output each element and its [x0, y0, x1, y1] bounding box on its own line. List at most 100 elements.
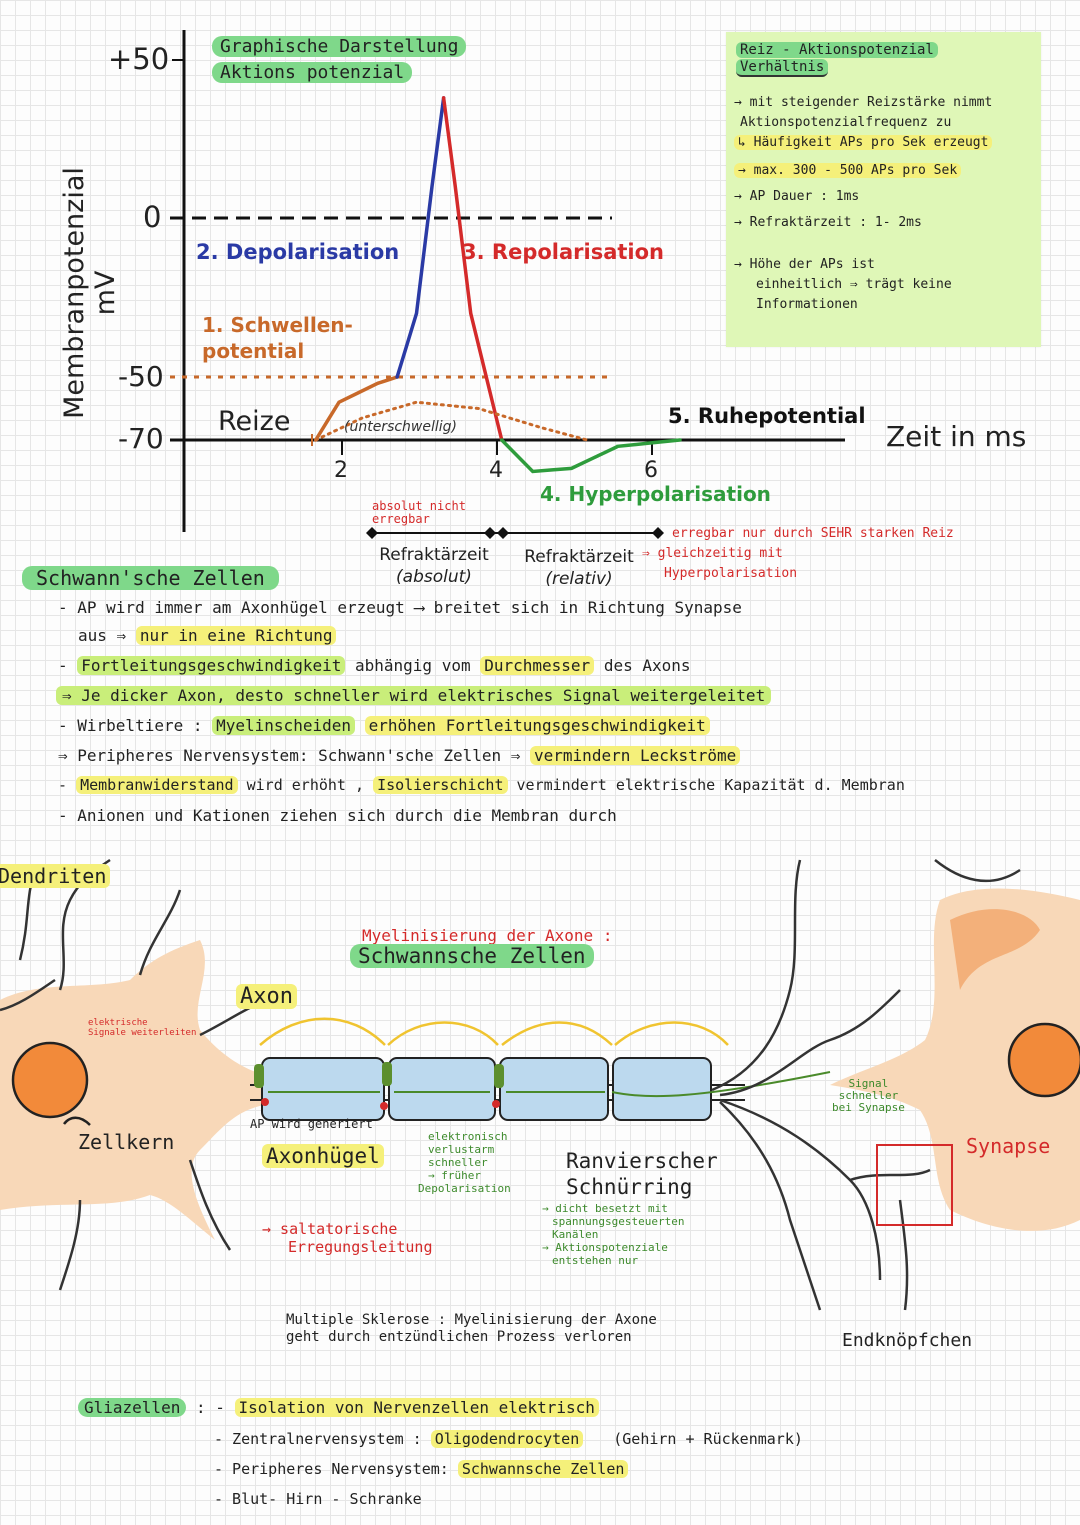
note-l4: → max. 300 - 500 APs pro Sek [734, 162, 962, 179]
schwann-b3: ⇒ Je dicker Axon, desto schneller wird e… [56, 686, 772, 705]
ytick-label-50: +50 [108, 42, 170, 76]
label-signal: Signal schneller bei Synapse [832, 1078, 905, 1114]
signal-arrows [268, 1071, 831, 1098]
series-line-2 [441, 96, 504, 442]
terminal-3 [719, 1098, 882, 1281]
schwann-b2c: abhängig vom [345, 656, 481, 675]
schwann-b6e: vermindert elektrische Kapazität d. Memb… [507, 776, 905, 794]
schwann-b6a: - [58, 776, 77, 794]
xtick-label-6: 6 [644, 458, 658, 483]
series-layer [314, 96, 682, 474]
label-stimulus: Reize [218, 406, 291, 437]
schwann-b2a: - [58, 656, 78, 675]
glia-g3a: - Peripheres Nervensystem: [214, 1460, 458, 1478]
signal-arrow-4 [611, 1071, 831, 1098]
label-zellkern: Zellkern [78, 1130, 175, 1154]
note-title-2: Verhältnis [736, 59, 829, 77]
refractory-markers [366, 527, 664, 539]
refr-end-diamond [652, 527, 664, 539]
label-ranvier-4: spannungsgesteuerten [552, 1215, 685, 1228]
note-title: Reiz - Aktionspotenzial Verhältnis [736, 42, 938, 77]
refr-relative: Refraktärzeit (relativ) [518, 546, 640, 590]
label-depolarisation: 2. Depolarisation [196, 240, 400, 264]
schwann-b4: - Wirbeltiere : Myelinscheiden erhöhen F… [58, 716, 710, 735]
label-saltatorisch-1: → saltatorische [262, 1220, 398, 1238]
label-dendriten-text: Dendriten [0, 864, 111, 888]
right-cell-body [830, 888, 1080, 1231]
dendrite-7 [0, 978, 56, 1012]
refr-absolute-1: Refraktärzeit [379, 545, 489, 565]
schwann-b2d: Durchmesser [480, 656, 595, 675]
label-ranvier-2: Schnürring [566, 1175, 693, 1199]
myelin-sheath-2 [388, 1057, 496, 1121]
saltatory-arcs [259, 1017, 729, 1046]
abs-not-excitable-1: absolut nicht [372, 499, 466, 513]
rel-note-3: Hyperpolarisation [664, 566, 798, 581]
y-axis-label: Membranpotenzial mV [59, 167, 121, 419]
node-red-3 [492, 1100, 500, 1108]
label-ranvier-5: Kanälen [552, 1228, 599, 1241]
left-nucleus [11, 1041, 89, 1119]
label-elektronisch-5: Depolarisation [418, 1182, 511, 1195]
label-threshold: 1. Schwellen- potential [202, 312, 353, 364]
label-hyperpolarisation: 4. Hyperpolarisation [540, 482, 771, 506]
note-l6: → Refraktärzeit : 1- 2ms [734, 215, 922, 230]
glia-g2a: - Zentralnervensystem : [214, 1430, 431, 1448]
label-threshold-2: potential [202, 339, 305, 363]
note-title-1: Reiz - Aktionspotenzial [736, 42, 938, 58]
note-l3-text: ↳ Häufigkeit APs pro Sek erzeugt [734, 135, 993, 150]
schwann-b1c: nur in eine Richtung [135, 626, 337, 645]
label-ranvier: Ranvierscher Schnürring [566, 1148, 718, 1200]
myelin-sheaths [261, 1057, 712, 1121]
label-axonhuegel: Axonhügel [262, 1144, 384, 1168]
terminal-6 [934, 859, 1021, 883]
ytick-label-0: 0 [143, 200, 162, 234]
label-ms-1: Multiple Sklerose : Myelinisierung der A… [286, 1312, 657, 1328]
glia-row-4: - Blut- Hirn - Schranke [214, 1490, 422, 1508]
schwann-b2e: des Axons [594, 656, 691, 675]
label-saltatorisch-2: Erregungsleitung [288, 1238, 433, 1256]
glia-row-1: Gliazellen : - Isolation von Nervenzelle… [78, 1398, 599, 1417]
label-myelin-2-text: Schwannsche Zellen [350, 944, 594, 968]
node-2 [382, 1062, 392, 1086]
note-l8: einheitlich ⇒ trägt keine [756, 277, 952, 292]
terminal-1 [711, 859, 802, 1092]
label-synapse: Synapse [966, 1134, 1051, 1158]
schwann-b4a: - Wirbeltiere : [58, 716, 213, 735]
label-elektronisch-2: verlustarm [428, 1143, 495, 1156]
label-threshold-1: 1. Schwellen- [202, 313, 353, 337]
refr-mid-diamond-a [484, 527, 496, 539]
xtick-label-2: 2 [334, 458, 348, 483]
myelin-sheath-4 [612, 1057, 712, 1121]
terminal-2 [719, 989, 901, 1097]
refr-mid-diamond-b [497, 527, 509, 539]
dendrite-6 [58, 1199, 82, 1291]
arc-2 [387, 1021, 499, 1046]
glia-g2b: Oligodendrocyten [430, 1430, 584, 1448]
action-potential-chart [170, 30, 845, 539]
label-subthreshold: (unterschwellig) [344, 419, 458, 435]
glia-row-3: - Peripheres Nervensystem: Schwannsche Z… [214, 1460, 629, 1478]
schwann-b7: - Anionen und Kationen ziehen sich durch… [58, 806, 617, 825]
label-ap-generiert: AP wird generiert [250, 1117, 373, 1131]
label-elektronisch-4: → früher [428, 1169, 481, 1182]
terminal-4 [719, 1101, 822, 1311]
label-elektrische-2: Signale weiterleiten [88, 1028, 197, 1038]
note-box: Reiz - Aktionspotenzial Verhältnis → mit… [726, 32, 1041, 347]
schwann-b2b: Fortleitungsgeschwindigkeit [77, 656, 346, 675]
label-elektronisch-1: elektronisch [428, 1130, 508, 1143]
schwann-b4b: Myelinscheiden [212, 716, 355, 735]
schwann-b5: ⇒ Peripheres Nervensystem: Schwann'sche … [58, 746, 741, 765]
schwann-b2: - Fortleitungsgeschwindigkeit abhängig v… [58, 656, 691, 675]
ytick-label-minus70: -70 [118, 422, 164, 455]
label-myelin-1: Myelinisierung der Axone : [362, 926, 613, 945]
schwann-b1b: aus ⇒ [78, 626, 127, 645]
terminal-5 [849, 1168, 931, 1182]
node-red-1 [261, 1098, 269, 1106]
synapse-box [876, 1144, 953, 1226]
note-l2: Aktionspotenzialfrequenz zu [740, 115, 952, 130]
label-ranvier-detail: → dicht besetzt mit spannungsgesteuerten… [542, 1202, 684, 1267]
schwann-b5b: vermindern Leckströme [530, 746, 741, 765]
refr-absolute: Refraktärzeit (absolut) [374, 544, 494, 588]
label-ranvier-7: entstehen nur [552, 1254, 639, 1267]
